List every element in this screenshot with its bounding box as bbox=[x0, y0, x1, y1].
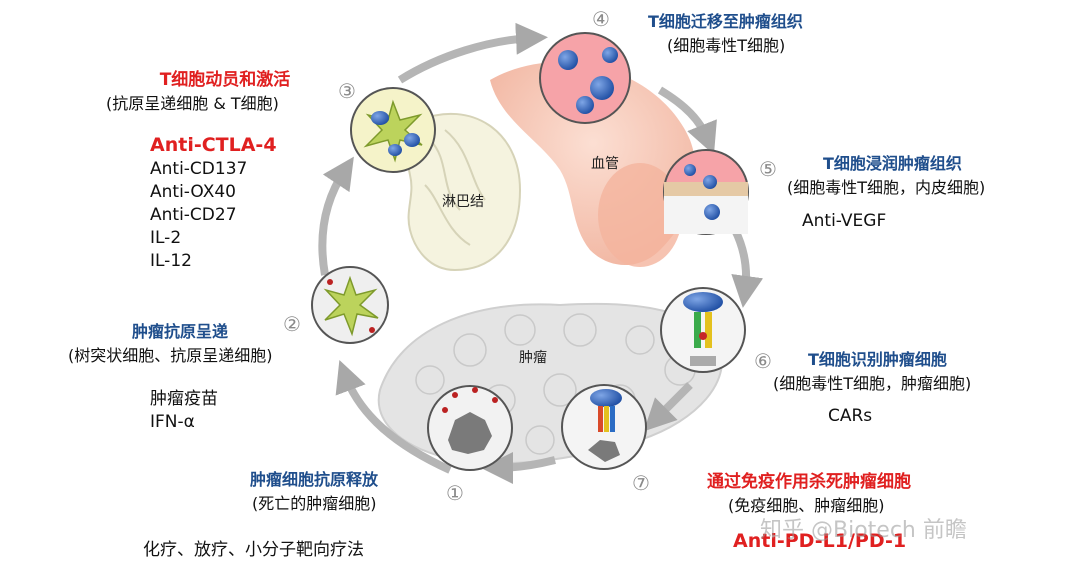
arrow-2-to-3 bbox=[318, 156, 354, 276]
blood-vessel bbox=[490, 62, 696, 267]
step-1-title: 肿瘤细胞抗原释放 bbox=[250, 470, 379, 489]
arrow-6-to-7 bbox=[643, 382, 693, 432]
label-tumor: 肿瘤 bbox=[519, 349, 547, 366]
step-7-illustration bbox=[561, 384, 647, 470]
drug-item: IL-12 bbox=[150, 251, 192, 271]
drug-item: Anti-CD27 bbox=[150, 205, 237, 225]
step-4-subtitle: (细胞毒性T细胞) bbox=[667, 36, 786, 55]
step-2-illustration bbox=[311, 266, 389, 344]
drug-item: Anti-OX40 bbox=[150, 182, 236, 202]
drug-item: Anti-CD137 bbox=[150, 159, 248, 179]
step-7-drug-highlight: Anti-PD-L1/PD-1 bbox=[733, 530, 907, 552]
step-3-title: T细胞动员和激活 bbox=[159, 70, 291, 90]
label-blood-vessel: 血管 bbox=[591, 156, 619, 172]
drug-item: IL-2 bbox=[150, 228, 182, 248]
step-number-7: ⑦ bbox=[632, 471, 650, 495]
step-7-title: 通过免疫作用杀死肿瘤细胞 bbox=[707, 472, 911, 492]
step-3-drug-list: Anti-CD137 Anti-OX40 Anti-CD27 IL-2 IL-1… bbox=[150, 158, 247, 273]
step-5-drug: Anti-VEGF bbox=[802, 211, 887, 231]
step-1-subtitle: (死亡的肿瘤细胞) bbox=[252, 494, 377, 513]
step-number-2: ② bbox=[283, 312, 301, 336]
step-number-1: ① bbox=[446, 481, 464, 505]
step-6-drug: CARs bbox=[828, 406, 873, 426]
step-4-illustration bbox=[539, 32, 631, 124]
step-numbers: ① ② ③ ④ ⑤ ⑥ ⑦ bbox=[283, 7, 777, 505]
step-3-illustration bbox=[350, 87, 436, 173]
step-7-subtitle: (免疫细胞、肿瘤细胞) bbox=[728, 496, 885, 515]
step-4-title: T细胞迁移至肿瘤组织 bbox=[648, 12, 803, 31]
cycle-arrows bbox=[318, 22, 764, 484]
step-2-title: 肿瘤抗原呈递 bbox=[132, 322, 229, 341]
step-1-drug: 化疗、放疗、小分子靶向疗法 bbox=[143, 540, 364, 560]
arrow-7-to-1 bbox=[481, 451, 556, 484]
step-number-6: ⑥ bbox=[754, 349, 772, 373]
step-5-subtitle: (细胞毒性T细胞，内皮细胞) bbox=[787, 178, 986, 197]
arrow-4-to-5 bbox=[657, 86, 717, 155]
label-lymph-node: 淋巴结 bbox=[442, 194, 484, 210]
step-2-drug-2: IFN-α bbox=[150, 412, 195, 432]
step-2-subtitle: (树突状细胞、抗原呈递细胞) bbox=[68, 346, 273, 365]
step-5-title: T细胞浸润肿瘤组织 bbox=[823, 154, 962, 173]
step-5-illustration bbox=[663, 149, 749, 235]
arrow-3-to-4 bbox=[397, 22, 548, 84]
lymph-node bbox=[404, 112, 522, 272]
step-number-3: ③ bbox=[338, 79, 356, 103]
step-6-subtitle: (细胞毒性T细胞，肿瘤细胞) bbox=[773, 374, 972, 393]
step-6-illustration bbox=[660, 287, 746, 373]
step-number-5: ⑤ bbox=[759, 157, 777, 181]
arrow-1-to-2 bbox=[335, 360, 452, 474]
step-3-subtitle: (抗原呈递细胞 & T细胞) bbox=[106, 94, 279, 113]
step-number-4: ④ bbox=[592, 7, 610, 31]
step-2-drug-1: 肿瘤疫苗 bbox=[150, 389, 218, 409]
step-1-illustration bbox=[427, 385, 513, 471]
step-3-drug-highlight: Anti-CTLA-4 bbox=[150, 134, 277, 156]
watermark: 知乎 @Biotech 前瞻 bbox=[760, 518, 967, 543]
arrow-5-to-6 bbox=[731, 228, 764, 308]
step-6-title: T细胞识别肿瘤细胞 bbox=[808, 350, 947, 369]
